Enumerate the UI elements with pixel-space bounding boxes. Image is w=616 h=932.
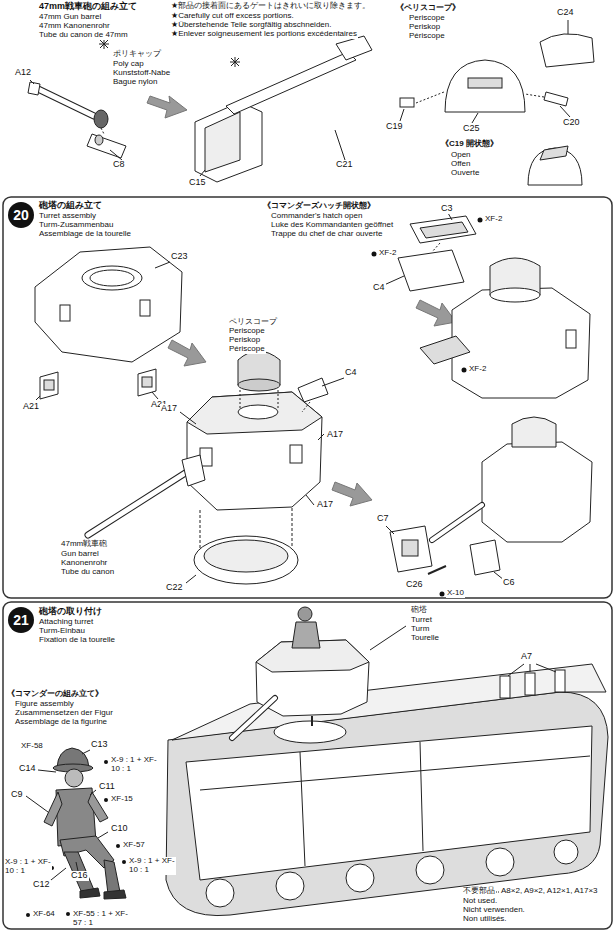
step-heading: Zusammensetzen der Figur [14, 709, 114, 718]
part-number: A12 [14, 68, 32, 78]
instruction-text: 47mm戦車砲 [60, 540, 108, 549]
step-heading: Ouverte [450, 169, 480, 178]
paint-code: XF-15 [110, 795, 134, 804]
step-heading: Périscope [408, 32, 446, 41]
part-number: C4 [344, 368, 358, 378]
part-number: C16 [70, 871, 89, 881]
part-number: C11 [98, 782, 116, 792]
instruction-text: Periskop [228, 336, 261, 345]
step-heading: Turret assembly [38, 212, 97, 221]
step-heading: 47mm戦車砲の組み立て [38, 2, 138, 12]
paint-code: X-9 : 1 + XF-10 : 1 [4, 858, 52, 876]
step-number: 20 [8, 202, 34, 228]
step-heading: 47mm Kanonenrohr [38, 22, 111, 31]
part-number: C22 [165, 583, 184, 593]
instruction-text: ペリスコープ [228, 318, 278, 327]
step-heading: Periscope [408, 14, 446, 23]
part-number: C3 [440, 204, 454, 214]
instruction-text: A8×2, A9×2, A12×1, A17×3 [500, 887, 599, 896]
paint-code: XF-2 [468, 365, 487, 374]
instruction-text: 不要部品 [462, 887, 496, 896]
part-number: C26 [405, 580, 424, 590]
instruction-text: Kanonenrohr [60, 559, 108, 568]
step-heading: Fixation de la tourelle [38, 636, 116, 645]
instruction-text: 砲塔 [410, 606, 428, 615]
instruction-text: Turret [410, 616, 433, 625]
paint-code: XF-2 [484, 215, 503, 224]
step-heading: Assemblage de la tourelle [38, 230, 132, 239]
step-heading: Periskop [408, 23, 441, 32]
instruction-text: Gun barrel [60, 550, 100, 559]
instruction-text: Kunststoff-Nabe [112, 69, 171, 78]
step-heading: Figure assembly [14, 700, 75, 709]
part-number: C4 [372, 283, 386, 293]
step-heading: Turm-Zusammenbau [38, 221, 114, 230]
step-heading: Assemblage de la figurine [14, 718, 108, 727]
instruction-text: ★部品の接着面にあるゲートはきれいに取り除きます。 [170, 2, 371, 11]
step-heading: 47mm Gun barrel [38, 13, 102, 22]
instruction-text: Tourelle [410, 634, 440, 643]
paint-code: XF-2 [378, 249, 397, 258]
paint-code: XF-64 [32, 910, 56, 919]
instruction-text: Periscope [228, 327, 266, 336]
part-number: C25 [462, 124, 481, 134]
instruction-text: Poly cap [112, 60, 145, 69]
part-number: A17 [160, 404, 178, 414]
part-number: C7 [376, 514, 390, 524]
step-heading: 《コマンダーの組み立て》 [6, 690, 104, 699]
paint-code: X-10 [446, 589, 465, 598]
part-number: C21 [335, 160, 354, 170]
step-heading: 《コマンダーズハッチ開状態》 [262, 202, 376, 211]
step-heading: Offen [450, 160, 471, 169]
instruction-text: Périscope [228, 345, 266, 354]
paint-code: XF-57 [122, 841, 146, 850]
part-number: A21 [22, 402, 40, 412]
instruction-text: ★Enlever soigneusement les portions excé… [170, 30, 358, 39]
step-heading: Luke des Kommandanten geöffnet [270, 221, 394, 230]
instruction-text: Nicht verwenden. [462, 906, 526, 915]
instruction-text: ★Überstehende Teile sorgfältig abschneid… [170, 21, 332, 30]
part-number: C24 [556, 8, 575, 18]
step-heading: Commander's hatch open [270, 212, 363, 221]
part-number: C10 [110, 824, 129, 834]
part-number: C13 [90, 740, 109, 750]
instruction-text: ポリキャップ [112, 50, 162, 59]
step-heading: 《ペリスコープ》 [395, 4, 461, 13]
step-heading: Attaching turret [38, 618, 94, 627]
step-heading: 砲塔の組み立て [38, 201, 103, 211]
part-number: A17 [316, 500, 334, 510]
step-number: 21 [8, 607, 34, 633]
instruction-text: Turm [410, 625, 430, 634]
part-number: C6 [502, 578, 516, 588]
part-number: C9 [10, 790, 24, 800]
step-heading: Trappe du chef de char ouverte [270, 230, 383, 239]
part-number: A17 [326, 430, 344, 440]
paint-code: XF-55 : 1 + XF-57 : 1 [72, 910, 130, 928]
step-number-text: 21 [13, 613, 29, 627]
part-number: C12 [32, 880, 51, 890]
part-number: C14 [18, 764, 37, 774]
step-heading: Open [450, 151, 472, 160]
instruction-text: Non utilisés. [462, 915, 508, 924]
part-number: C8 [112, 160, 126, 170]
part-number: C20 [562, 118, 581, 128]
instruction-text: ★Carefully cut off excess portions. [170, 12, 295, 21]
paint-code: X-9 : 1 + XF-10 : 1 [128, 857, 176, 875]
step-heading: Tube du canon de 47mm [38, 31, 129, 40]
part-number: A7 [520, 652, 533, 662]
paint-code: X-9 : 1 + XF-10 : 1 [110, 756, 158, 774]
part-number: C15 [188, 178, 207, 188]
instruction-text: Tube du canon [60, 568, 115, 577]
paint-code: XF-58 [20, 742, 44, 751]
instruction-text: Bague nylon [112, 78, 158, 87]
step-heading: 砲塔の取り付け [38, 607, 103, 617]
part-number: C23 [170, 252, 189, 262]
step-number-text: 20 [13, 208, 29, 222]
step-heading: Turm-Einbau [38, 627, 86, 636]
step-heading: 《C19 開状態》 [440, 140, 499, 149]
instruction-text: Not used. [462, 897, 498, 906]
part-number: C19 [385, 122, 404, 132]
